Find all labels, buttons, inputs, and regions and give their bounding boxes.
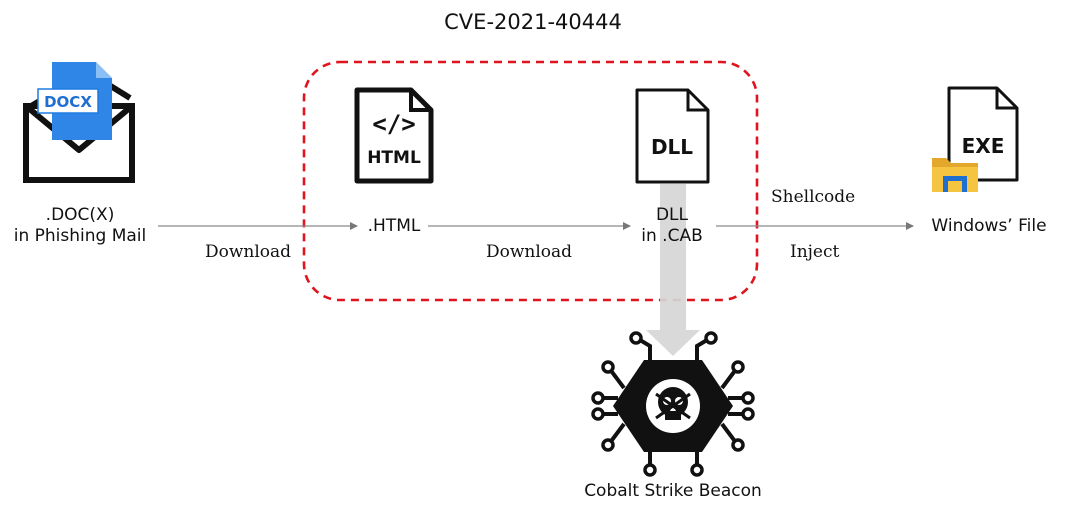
exploit-chain-highlight-box xyxy=(302,60,759,302)
html-badge-text: HTML xyxy=(367,148,421,168)
html-node-label: .HTML xyxy=(367,216,421,236)
dll-to-beacon-arrow xyxy=(646,184,700,356)
edge-label-download-1: Download xyxy=(205,242,292,262)
doc-label-line1: .DOC(X) xyxy=(45,205,115,225)
diagram-title: CVE-2021-40444 xyxy=(444,10,622,34)
exe-node-label: Windows’ File xyxy=(931,216,1047,236)
email-envelope-icon: DOCX xyxy=(23,62,135,183)
exe-badge-text: EXE xyxy=(962,134,1005,158)
edge-label-inject: Inject xyxy=(790,242,840,262)
doc-node-label: .DOC(X) in Phishing Mail xyxy=(0,205,160,247)
edge-label-shellcode: Shellcode xyxy=(771,187,856,207)
edge-label-download-2: Download xyxy=(486,242,573,262)
html-code-glyph: </> xyxy=(372,110,415,138)
dll-file-icon: DLL xyxy=(635,88,710,184)
html-file-icon: </> HTML xyxy=(354,87,434,184)
dll-node-label: DLL in .CAB xyxy=(622,205,722,247)
dll-label-line2: in .CAB xyxy=(641,226,703,246)
windows-folder-icon xyxy=(932,158,978,192)
skull-hexagon-icon xyxy=(591,331,755,477)
exe-file-icon: EXE xyxy=(932,86,1019,192)
dll-badge-text: DLL xyxy=(651,135,693,159)
docx-badge-text: DOCX xyxy=(44,93,92,111)
dll-label-line1: DLL xyxy=(655,205,689,225)
beacon-node-label: Cobalt Strike Beacon xyxy=(584,481,762,501)
doc-label-line2: in Phishing Mail xyxy=(13,226,147,246)
